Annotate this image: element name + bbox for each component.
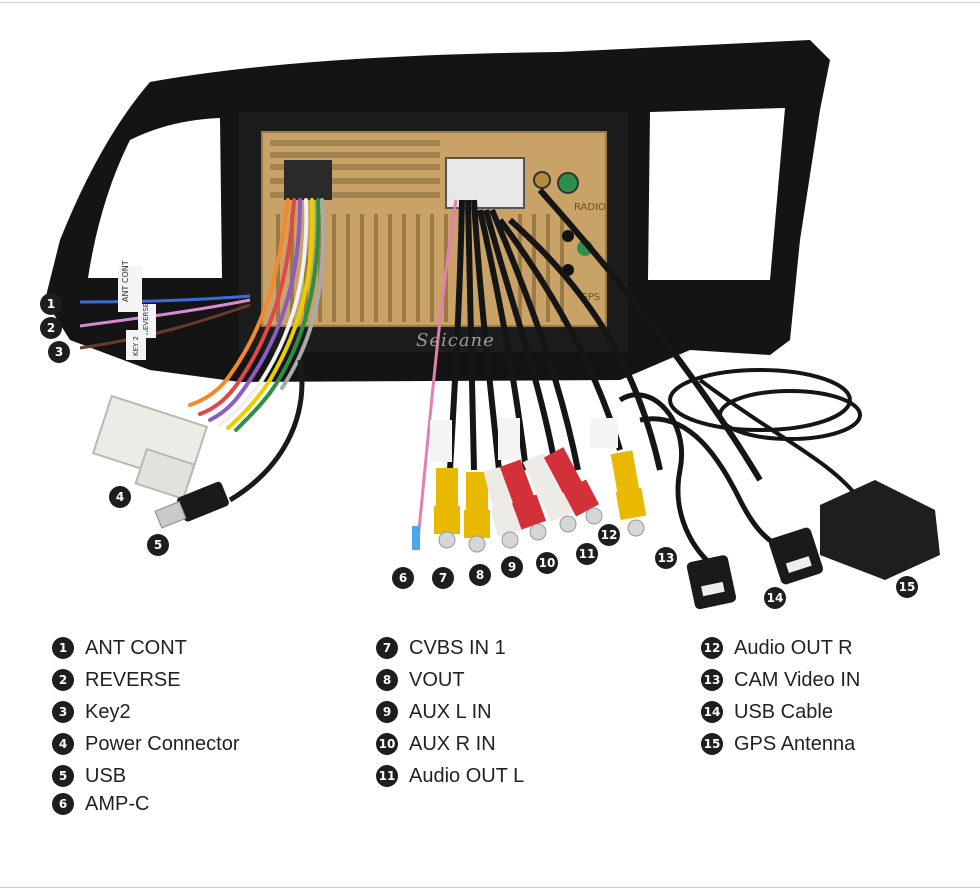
legend-label: CVBS IN 1 (409, 636, 506, 659)
legend-item: 14 USB Cable (701, 696, 860, 728)
callout-15: 15 (896, 576, 918, 598)
gps-socket (557, 172, 579, 194)
key-tag-text: KEY 2 (132, 336, 140, 356)
callout-2: 2 (40, 317, 62, 339)
legend-item: 6 AMP-C (52, 792, 240, 816)
rca-plug-audio-out-r (543, 447, 603, 525)
legend-item: 13 CAM Video IN (701, 664, 860, 696)
legend-number: 12 (701, 637, 723, 659)
callout-3: 3 (48, 341, 70, 363)
amp-c-wire (416, 199, 458, 541)
callout-5: 5 (147, 534, 169, 556)
legend-label: ANT CONT (85, 636, 187, 659)
legend-number: 1 (52, 637, 74, 659)
rca-plug-vout (464, 472, 490, 553)
bezel-left-opening (88, 118, 222, 278)
legend-item: 2 REVERSE (52, 664, 240, 696)
legend-item: 15 GPS Antenna (701, 728, 860, 760)
reverse-tag-text: REVERSE (142, 303, 150, 335)
legend-label: Key2 (85, 700, 131, 723)
legend-number: 10 (376, 733, 398, 755)
legend-label: USB Cable (734, 700, 833, 723)
legend-item: 7 CVBS IN 1 (376, 632, 524, 664)
bezel-right-opening (648, 108, 785, 280)
rca-plug-aux-l (483, 465, 524, 549)
legend-label: Audio OUT L (409, 764, 525, 787)
usb-plug (154, 481, 229, 529)
av-socket (445, 157, 525, 209)
legend-label: AMP-C (85, 792, 150, 815)
key-wire-tag (126, 330, 146, 360)
legend-label: CAM Video IN (734, 668, 861, 691)
legend-number: 5 (52, 765, 74, 787)
callout-11: 11 (576, 543, 598, 565)
callout-14: 14 (764, 587, 786, 609)
legend-label: AUX L IN (409, 700, 492, 723)
callout-8: 8 (469, 564, 491, 586)
callout-13: 13 (655, 547, 677, 569)
callout-4: 4 (109, 486, 131, 508)
usb-cable (228, 359, 305, 503)
legend-item: 8 VOUT (376, 664, 524, 696)
gps-cable-coil (668, 368, 862, 502)
product-photo: RADIO GPS ANT CONT REVERSE KEY 2 (45, 40, 940, 610)
rca-plug-cam-in (610, 450, 647, 537)
bottom-divider (0, 887, 980, 888)
legend-number: 2 (52, 669, 74, 691)
usb-female-2 (768, 527, 824, 585)
legend-item: 4 Power Connector (52, 728, 240, 760)
legend-label: AUX R IN (409, 732, 496, 755)
gps-antenna (820, 480, 940, 580)
top-divider (0, 2, 980, 3)
legend-number: 8 (376, 669, 398, 691)
usb-female-1 (686, 555, 737, 610)
legend-label: VOUT (409, 668, 465, 691)
legend-label: GPS Antenna (734, 732, 856, 755)
power-connector (91, 394, 209, 501)
rca-plug-aux-r (499, 459, 547, 541)
rca-plug-cvbs (434, 468, 460, 549)
legend-column-3: 12 Audio OUT R 13 CAM Video IN 14 USB Cable… (701, 632, 860, 760)
callout-1: 1 (40, 293, 62, 315)
legend-number: 9 (376, 701, 398, 723)
usb-cable-coil (618, 392, 792, 573)
callout-10: 10 (536, 552, 558, 574)
harness-wires (188, 198, 326, 432)
gps-port-label: GPS (580, 292, 600, 303)
callout-6: 6 (392, 567, 414, 589)
heatsink-vents (270, 140, 440, 198)
legend-column-1: 1 ANT CONT 2 REVERSE 3 Key2 4 Power Connecto… (52, 632, 240, 816)
legend-label: Audio OUT R (734, 636, 853, 659)
main-harness-socket (284, 160, 332, 200)
legend-item: 3 Key2 (52, 696, 240, 728)
legend-number: 6 (52, 793, 74, 815)
callout-12: 12 (598, 524, 620, 546)
legend-number: 4 (52, 733, 74, 755)
reverse-wire-tag (138, 304, 156, 338)
legend-number: 3 (52, 701, 74, 723)
legend-number: 14 (701, 701, 723, 723)
legend-column-2: 7 CVBS IN 1 8 VOUT 9 AUX L IN 10 AUX R IN 11… (376, 632, 524, 792)
legend-item: 11 Audio OUT L (376, 760, 524, 792)
legend-number: 11 (376, 765, 398, 787)
legend-label: REVERSE (85, 668, 181, 691)
legend-item: 9 AUX L IN (376, 696, 524, 728)
legend-number: 7 (376, 637, 398, 659)
legend-number: 13 (701, 669, 723, 691)
legend-label: Power Connector (85, 732, 240, 755)
ant-tag-text: ANT CONT (121, 260, 130, 302)
callout-7: 7 (432, 567, 454, 589)
legend-item: 10 AUX R IN (376, 728, 524, 760)
rca-cable-bundle (447, 188, 763, 482)
legend-item: 12 Audio OUT R (701, 632, 860, 664)
antenna-socket (533, 171, 551, 189)
legend-number: 15 (701, 733, 723, 755)
watermark-text: Seicane (416, 330, 495, 351)
legend-item: 5 USB (52, 760, 240, 792)
radio-port-label: RADIO (574, 202, 606, 213)
legend-item: 1 ANT CONT (52, 632, 240, 664)
legend-label: USB (85, 764, 127, 787)
callout-9: 9 (501, 556, 523, 578)
